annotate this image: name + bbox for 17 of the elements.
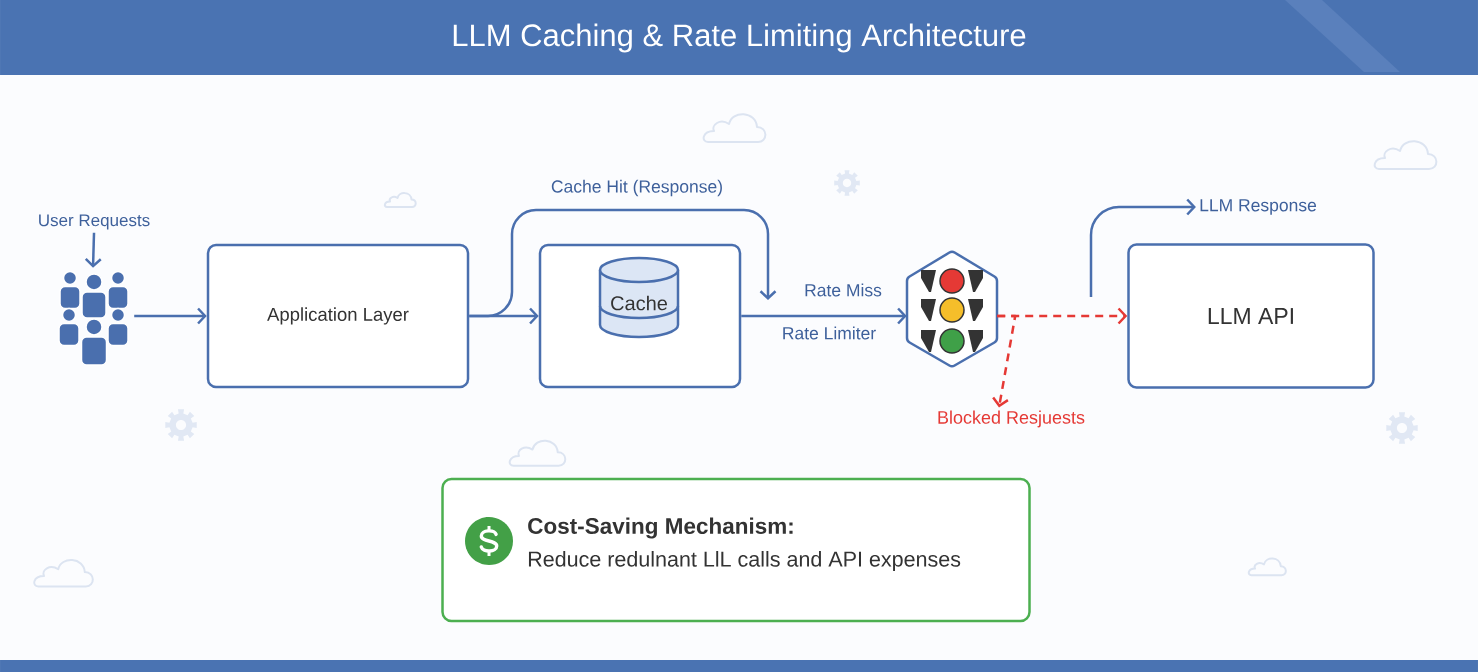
info-box: Cost-Saving Mechanism: Reduce redulnant LlL calls and API expenses bbox=[441, 477, 1031, 623]
arrow bbox=[84, 232, 102, 268]
text-label: Blocked Resjuests bbox=[938, 410, 1085, 428]
arrow bbox=[741, 307, 907, 325]
arrow bbox=[1089, 198, 1196, 297]
arrow bbox=[469, 208, 777, 318]
dashed-arrow bbox=[992, 314, 1017, 408]
text-label: LLM Response bbox=[1200, 199, 1317, 215]
people-icon bbox=[58, 270, 129, 366]
text-label: User Requests bbox=[39, 214, 150, 230]
database-cylinder: Cache bbox=[598, 256, 680, 339]
node-label: Rate Limiter bbox=[783, 326, 876, 340]
arrow bbox=[134, 307, 207, 325]
process-box: Application Layer bbox=[206, 243, 470, 389]
title-bar: LLM Caching & Rate Limiting Architecture bbox=[0, 0, 1478, 75]
traffic-light bbox=[905, 250, 999, 368]
process-box: LLM API bbox=[1127, 243, 1375, 389]
